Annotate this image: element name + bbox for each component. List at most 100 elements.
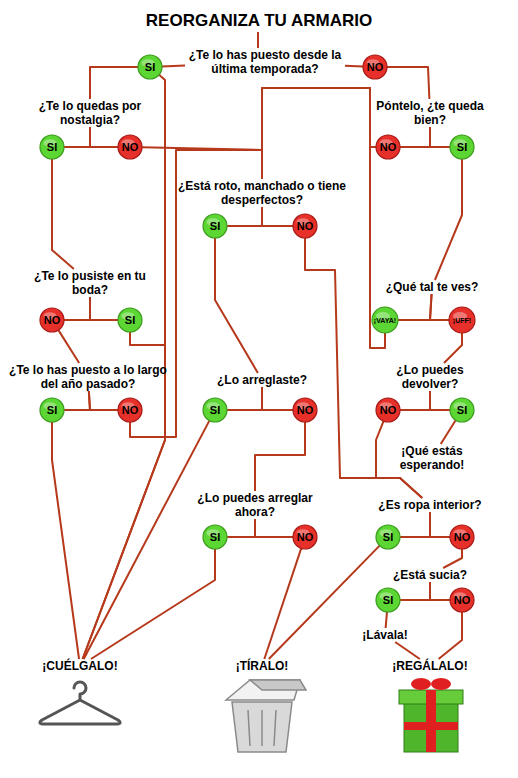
- question-box: ¿Es ropa interior?: [370, 498, 490, 512]
- circle-fill: [376, 588, 400, 612]
- answer-text: NO: [292, 213, 318, 239]
- flow-connector: [255, 422, 305, 491]
- answer-text: SI: [117, 307, 143, 333]
- circle-fill: [450, 588, 474, 612]
- hanger-icon: [40, 682, 120, 724]
- flow-connector: [64, 127, 90, 147]
- circle-fill: [450, 135, 474, 159]
- flow-connector: [395, 642, 420, 659]
- outcome-label: ¡REGÁLALO!: [375, 659, 485, 673]
- flow-connector: [255, 519, 293, 537]
- flow-connector: [227, 387, 262, 410]
- flow-connector: [264, 548, 301, 659]
- question-box: ¿Te lo pusiste en tu boda?: [30, 269, 150, 297]
- answer-circle: NO: [362, 54, 388, 80]
- circle-fill: [40, 398, 64, 422]
- bin-rib: [261, 710, 263, 746]
- answer-text: NO: [39, 307, 65, 333]
- answer-text: SI: [449, 134, 475, 160]
- answer-text: SI: [39, 134, 65, 160]
- flow-connector: [430, 127, 450, 147]
- circle-fill: [40, 308, 64, 332]
- question-box: ¿Te lo quedas por nostalgia?: [20, 99, 160, 127]
- question-box: ¿Está roto, manchado o tiene desperfecto…: [177, 179, 347, 207]
- circle-fill: [293, 398, 317, 422]
- question-text: ¿Lo arreglaste?: [202, 373, 322, 387]
- answer-text: SI: [39, 397, 65, 423]
- flow-connector: [262, 207, 293, 226]
- flow-connector: [441, 420, 456, 444]
- flow-connector: [227, 207, 262, 226]
- gift-icon: [399, 678, 463, 752]
- flow-connector: [90, 127, 118, 147]
- bin-lid: [250, 680, 306, 690]
- answer-text: NO: [292, 524, 318, 550]
- circle-fill: [450, 398, 474, 422]
- answer-circle: ¡VAYA!: [371, 306, 399, 334]
- question-text: ¿Te lo quedas por nostalgia?: [20, 99, 160, 127]
- question-box: ¿Está sucia?: [380, 568, 480, 582]
- answer-text: NO: [375, 134, 401, 160]
- flow-connector: [91, 549, 215, 659]
- question-box: ¿Lo puedes devolver?: [375, 363, 485, 391]
- answer-circle: SI: [39, 397, 65, 423]
- circle-fill: [203, 398, 227, 422]
- flow-connector: [52, 159, 74, 269]
- question-text: ¿Lo puedes arreglar ahora?: [190, 491, 320, 519]
- question-text: ¡Lávala!: [350, 628, 420, 642]
- outcome-label: ¡CUÉLGALO!: [30, 659, 130, 673]
- flow-connector: [90, 297, 118, 320]
- question-text: Póntelo, ¿te queda bien?: [365, 99, 495, 127]
- question-text: ¿Lo puedes devolver?: [375, 363, 485, 391]
- answer-circle: NO: [449, 524, 475, 550]
- answer-text: SI: [375, 524, 401, 550]
- answer-circle: SI: [202, 213, 228, 239]
- bin-rib: [248, 710, 250, 746]
- flow-connector: [89, 391, 118, 410]
- flow-connector: [64, 297, 90, 320]
- circle-fill: [203, 214, 227, 238]
- gift-bow: [431, 678, 451, 690]
- question-box: ¿Lo arreglaste?: [202, 373, 322, 387]
- answer-text: ¡UFF!: [448, 306, 476, 334]
- question-box: ¡Qué estás esperando!: [382, 444, 482, 472]
- answer-circle: NO: [292, 397, 318, 423]
- answer-text: NO: [449, 524, 475, 550]
- title-stub-line: [257, 32, 259, 48]
- answer-circle: NO: [117, 397, 143, 423]
- outcome-text: ¡TÍRALO!: [212, 659, 312, 673]
- flow-connector: [162, 65, 185, 66]
- answer-circle: SI: [117, 307, 143, 333]
- flow-connector: [439, 612, 462, 659]
- question-text: ¿Te lo pusiste en tu boda?: [30, 269, 150, 297]
- circle-fill: [293, 525, 317, 549]
- answer-text: SI: [202, 213, 228, 239]
- question-text: ¡Qué estás esperando!: [382, 444, 482, 472]
- hanger-body: [40, 700, 120, 724]
- circle-fill: [118, 398, 142, 422]
- answer-circle: NO: [375, 134, 401, 160]
- answer-text: SI: [202, 524, 228, 550]
- question-text: ¿Qué tal te ves?: [372, 280, 492, 294]
- circle-fill: [138, 55, 162, 79]
- answer-text: NO: [117, 134, 143, 160]
- flow-connector: [262, 88, 376, 179]
- answer-text: NO: [117, 397, 143, 423]
- gift-bow: [411, 678, 431, 690]
- answer-text: NO: [292, 397, 318, 423]
- flow-connector: [142, 147, 262, 179]
- hanger-hook: [74, 682, 86, 700]
- answer-text: ¡VAYA!: [371, 306, 399, 334]
- flow-connector: [345, 65, 363, 68]
- question-box: ¿Te lo has puesto a lo largo del año pas…: [8, 363, 168, 391]
- answer-circle: SI: [202, 397, 228, 423]
- flow-connector: [262, 88, 385, 348]
- circle-fill: [118, 135, 142, 159]
- question-text: ¿Te lo has puesto desde la última tempor…: [185, 48, 345, 76]
- question-box: ¿Te lo has puesto desde la última tempor…: [185, 48, 345, 76]
- circle-fill: [449, 307, 475, 333]
- flow-connector: [386, 612, 387, 628]
- answer-circle: SI: [449, 397, 475, 423]
- flow-connector: [262, 387, 293, 410]
- circle-fill: [363, 55, 387, 79]
